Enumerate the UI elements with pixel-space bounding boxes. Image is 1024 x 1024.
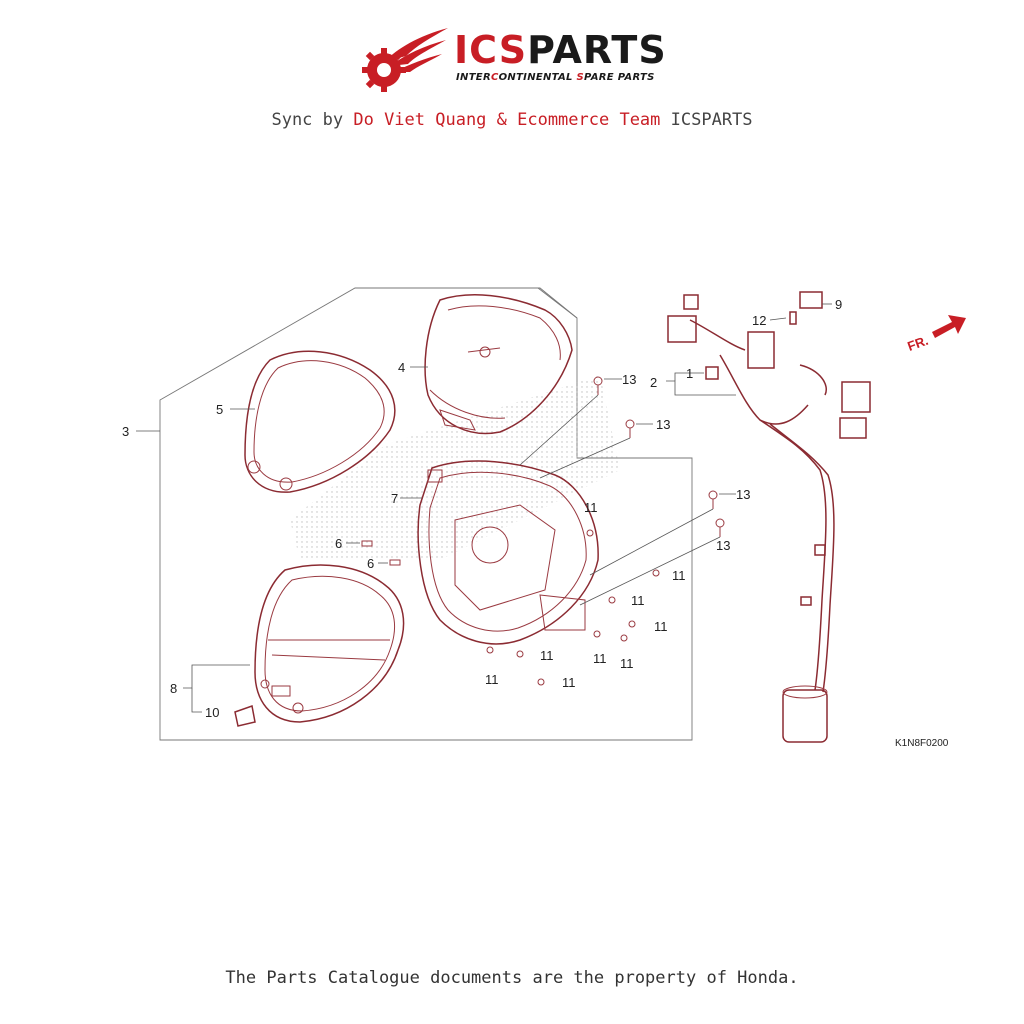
sync-credit: Sync by Do Viet Quang & Ecommerce Team I… xyxy=(271,110,753,130)
wire-harness-part xyxy=(667,291,871,743)
label-11e: 11 xyxy=(593,651,607,666)
label-7: 7 xyxy=(391,491,398,506)
label-9: 9 xyxy=(835,297,842,312)
label-11a: 11 xyxy=(584,500,598,515)
tagline-segment: ONTINENTAL xyxy=(498,72,577,83)
label-5: 5 xyxy=(216,402,223,417)
meter-housing-part xyxy=(424,294,573,435)
tagline-segment: PARE PARTS xyxy=(584,72,655,83)
label-8: 8 xyxy=(170,681,177,696)
front-direction-arrow-icon: FR. xyxy=(905,315,966,354)
label-12: 12 xyxy=(752,313,766,328)
label-11h: 11 xyxy=(485,672,499,687)
label-3: 3 xyxy=(122,424,129,439)
shadow-area xyxy=(290,375,620,560)
label-2: 2 xyxy=(650,375,657,390)
label-13a: 13 xyxy=(622,372,636,387)
brand-tagline: INTERCONTINENTAL SPARE PARTS xyxy=(456,72,655,83)
meter-bezel-part xyxy=(254,564,405,723)
label-6a: 6 xyxy=(335,536,342,551)
brand-logo: ICSPARTS INTERCONTINENTAL SPARE PARTS xyxy=(358,22,668,92)
leader-lines xyxy=(136,303,832,713)
label-6b: 6 xyxy=(367,556,374,571)
copyright-footer: The Parts Catalogue documents are the pr… xyxy=(225,968,799,988)
lens-cover-part xyxy=(244,350,396,493)
label-11g: 11 xyxy=(540,648,554,663)
label-11c: 11 xyxy=(631,593,645,608)
part-number-labels: 1 2 3 4 5 6 6 7 8 9 10 11 11 11 11 11 11… xyxy=(122,297,842,720)
wing-gear-icon xyxy=(362,28,448,92)
label-13b: 13 xyxy=(656,417,670,432)
front-direction-label: FR. xyxy=(905,333,930,354)
label-11f: 11 xyxy=(620,656,634,671)
label-13c: 13 xyxy=(736,487,750,502)
label-11b: 11 xyxy=(672,568,686,583)
tagline-segment: C xyxy=(490,72,499,83)
screw-parts-13 xyxy=(593,376,725,537)
tagline-segment: INTER xyxy=(456,72,491,83)
label-11i: 11 xyxy=(562,675,576,690)
label-10: 10 xyxy=(205,705,219,720)
diagram-code: K1N8F0200 xyxy=(895,738,949,749)
tagline-segment: S xyxy=(576,72,585,83)
screw-parts-11 xyxy=(486,529,660,686)
label-13d: 13 xyxy=(716,538,730,553)
pin-parts xyxy=(361,540,401,566)
emblem-part xyxy=(234,705,256,727)
label-11d: 11 xyxy=(654,619,668,634)
brand-wordmark: ICSPARTS xyxy=(454,28,667,72)
label-1: 1 xyxy=(686,366,693,381)
label-4: 4 xyxy=(398,360,405,375)
meter-case-part xyxy=(417,460,599,645)
